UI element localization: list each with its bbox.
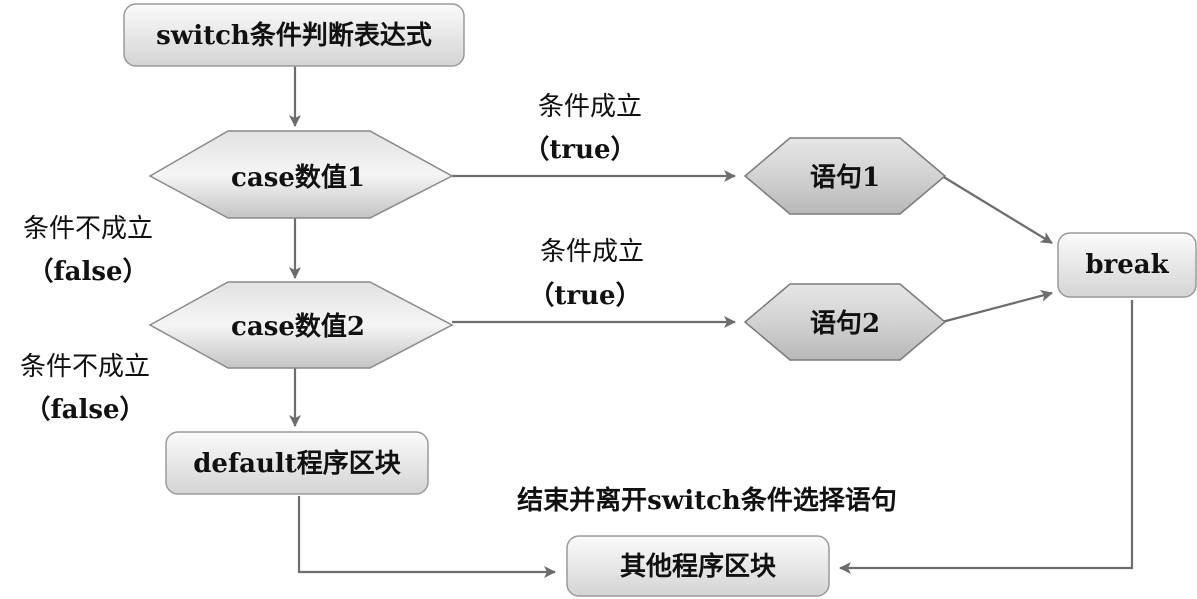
false2-label-line1: 条件不成立: [20, 352, 150, 382]
stmt2-node-label: 语句2: [810, 309, 880, 339]
false1-label-line2: （false）: [27, 257, 148, 287]
true1-label-line1: 条件成立: [538, 92, 642, 122]
false2-label-line2: （false）: [24, 395, 145, 425]
case2-node: case数值2: [148, 281, 454, 369]
case2-node-label: case数值2: [231, 312, 365, 342]
edges: [289, 66, 1134, 578]
start-node: switch条件判断表达式: [123, 3, 465, 67]
true1-label-line2: （true）: [523, 135, 636, 165]
break-node: break: [1057, 232, 1197, 298]
break-node-label: break: [1085, 250, 1169, 280]
edge-default-to-other: [297, 496, 556, 578]
true2-label-line1: 条件成立: [540, 237, 644, 267]
edge-labels: 条件成立 （true） 条件成立 （true） 条件不成立 （false） 条件…: [20, 92, 897, 516]
edge-stmt1-to-break: [941, 175, 1053, 244]
exit-label: 结束并离开switch条件选择语句: [517, 485, 897, 516]
case1-node: case数值1: [148, 130, 454, 219]
default-node: default程序区块: [165, 431, 429, 495]
stmt1-node-label: 语句1: [810, 163, 880, 193]
other-node: 其他程序区块: [566, 535, 830, 597]
true2-label-line2: （true）: [528, 281, 641, 311]
edge-break-to-other: [839, 300, 1134, 574]
stmt1-node: 语句1: [743, 137, 947, 215]
case1-node-label: case数值1: [231, 163, 365, 193]
edge-stmt2-to-break: [941, 290, 1053, 324]
start-node-label: switch条件判断表达式: [156, 20, 432, 51]
other-node-label: 其他程序区块: [620, 551, 776, 582]
false1-label-line1: 条件不成立: [23, 214, 153, 244]
stmt2-node: 语句2: [743, 283, 947, 361]
default-node-label: default程序区块: [193, 448, 401, 479]
